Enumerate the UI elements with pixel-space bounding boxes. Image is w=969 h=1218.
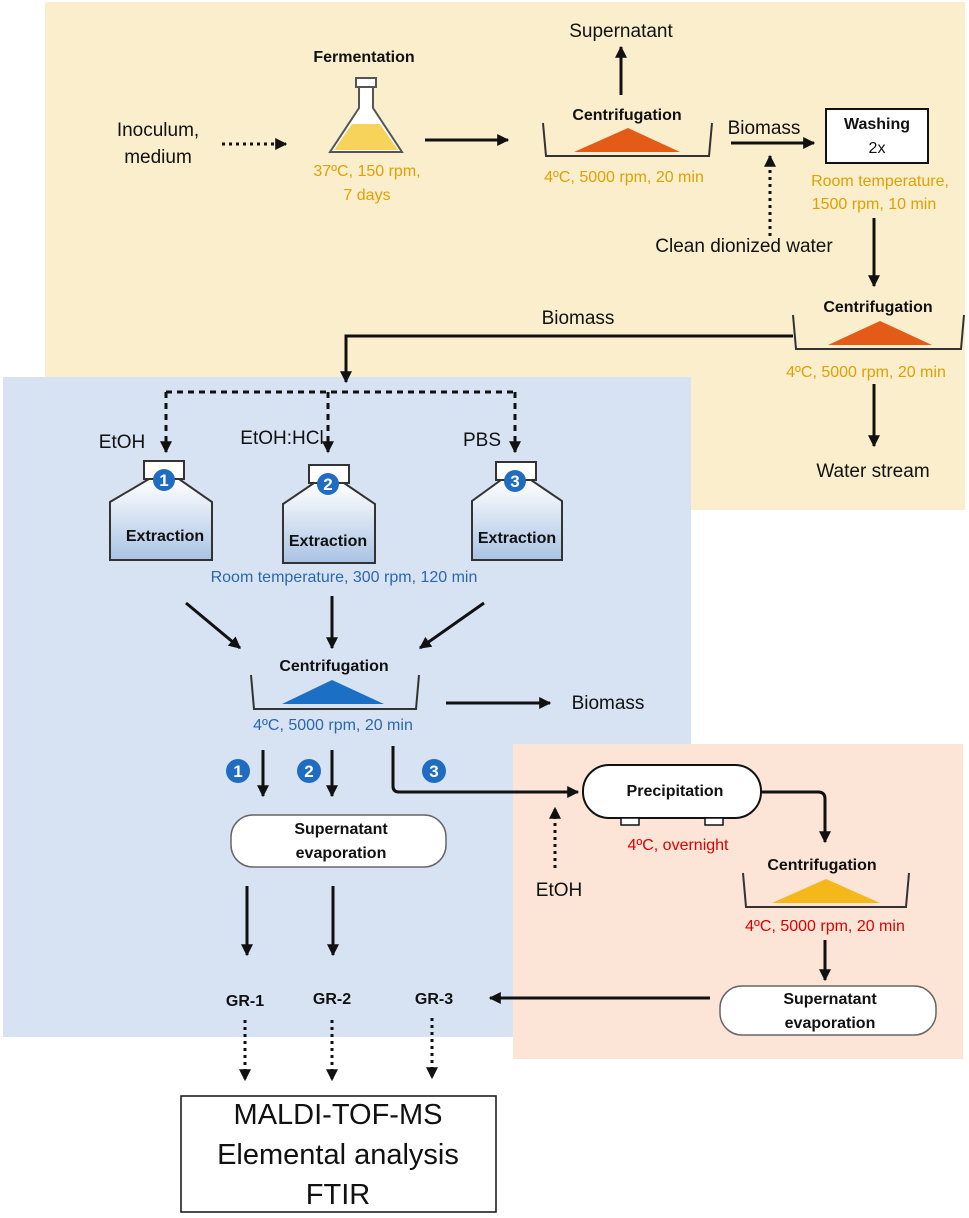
precipitation-title: Precipitation [627,783,724,800]
arrow-route-3 [391,746,580,798]
extraction-bottle-3: 3 Extraction [471,461,563,561]
solvent-label-2: EtOH:HCl [240,428,323,449]
badge-3-number: 3 [510,472,519,491]
supernatant-label: Supernatant [569,21,673,42]
route-badge-3 [422,759,446,783]
flask-icon [328,77,404,153]
precipitation-vessel [582,764,762,819]
analysis-line-2: Elemental analysis [217,1139,459,1171]
extraction-bottle-1: 1 Extraction [109,460,213,561]
badge-3 [504,470,526,492]
fermentation-cond-2: 7 days [343,187,390,204]
route-badge-3-number: 3 [429,762,438,781]
medium-label: medium [124,147,192,168]
route-badge-1 [226,759,250,783]
centrifugation-2-title: Centrifugation [823,299,932,316]
analysis-line-3: FTIR [306,1179,370,1211]
route-badge-1-number: 1 [233,762,242,781]
biomass-label-mid: Biomass [542,308,615,329]
biomass-out-label: Biomass [572,693,645,714]
evaporation-1-line-2: evaporation [296,845,387,862]
extraction-cond: Room temperature, 300 rpm, 120 min [211,569,478,586]
centrifugation-4-title: Centrifugation [767,857,876,874]
supernatant-evaporation-box [230,814,447,868]
route-badge-2 [297,759,321,783]
inoculum-label: Inoculum, [117,120,199,141]
badge-2 [317,473,339,495]
centrifugation-1-cond: 4ºC, 5000 rpm, 20 min [544,169,704,186]
solvent-label-1: EtOH [99,432,145,453]
clean-water-label: Clean dionized water [655,236,833,257]
centrifugation-2-cond: 4ºC, 5000 rpm, 20 min [786,364,946,381]
supernatant-evaporation-box-2 [719,985,937,1036]
analysis-line-1: MALDI-TOF-MS [234,1099,443,1131]
centrifugation-4-cond: 4ºC, 5000 rpm, 20 min [745,918,905,935]
arrow-bottle-3-to-centrifugation [419,601,485,650]
washing-title: Washing [844,116,910,133]
fermentation-title: Fermentation [313,49,414,66]
extraction-label-1: Extraction [126,528,204,545]
washing-cond-1: Room temperature, [811,173,949,190]
centrifuge-icon-2 [792,314,965,350]
water-stream-label: Water stream [816,461,929,482]
group-label-1: GR-1 [226,993,264,1010]
vessel-foot-right [704,817,724,826]
biomass-label-top: Biomass [728,118,801,139]
etoh-label: EtOH [536,880,582,901]
extraction-label-2: Extraction [289,533,367,550]
arrow-biomass-to-extraction [340,334,793,384]
centrifugation-3-title: Centrifugation [279,658,388,675]
vessel-foot-left [620,817,640,826]
precipitation-cond: 4ºC, overnight [627,837,729,854]
centrifugation-1-title: Centrifugation [572,107,681,124]
route-badge-2-number: 2 [304,762,313,781]
washing-cond-2: 1500 rpm, 10 min [812,196,937,213]
washing-box [825,108,929,164]
solvent-label-3: PBS [463,430,501,451]
arrow-bottle-1-to-centrifugation [185,601,241,650]
group-label-3: GR-3 [415,991,453,1008]
evaporation-1-line-1: Supernatant [294,821,388,838]
centrifuge-icon-3 [250,674,420,710]
washing-times: 2x [869,140,886,157]
group-label-2: GR-2 [313,991,351,1008]
evaporation-2-line-2: evaporation [785,1015,876,1032]
fermentation-cond-1: 37ºC, 150 rpm, [313,163,420,180]
extraction-bottle-2: 2 Extraction [282,464,376,564]
centrifugation-3-cond: 4ºC, 5000 rpm, 20 min [253,717,413,734]
centrifuge-icon [542,122,713,157]
badge-1 [153,469,175,491]
centrifuge-icon-4 [742,872,910,908]
badge-1-number: 1 [159,471,168,490]
badge-2-number: 2 [323,475,332,494]
arrow-precipitation-to-centrifugation [762,790,831,844]
analysis-box [180,1095,497,1213]
evaporation-2-line-1: Supernatant [783,991,877,1008]
extraction-label-3: Extraction [478,530,556,547]
